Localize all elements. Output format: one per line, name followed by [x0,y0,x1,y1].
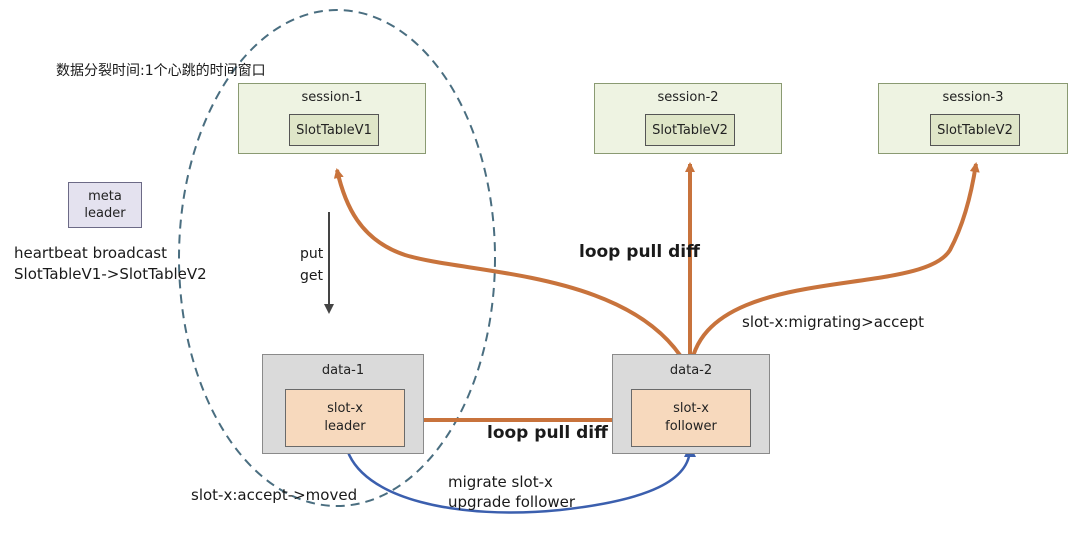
loop-pull-diff-mid-label: loop pull diff [487,423,608,443]
time-window-note: 数据分裂时间:1个心跳的时间窗口 [56,63,266,79]
data-2-box: data-2 slot-x follower [612,354,770,454]
pull-arrow-session-1 [333,168,692,373]
data-2-slot-name: slot-x [673,401,709,416]
session-3-title: session-3 [942,90,1004,105]
meta-leader-box: meta leader [68,182,142,228]
data-2-title: data-2 [669,363,713,378]
session-1-title: session-1 [301,90,363,105]
migrate-line2: upgrade follower [448,493,576,511]
migrate-line1: migrate slot-x [448,473,553,491]
meta-label: meta [88,189,122,204]
data-1-slot-box: slot-x leader [285,389,405,447]
heartbeat-line1: heartbeat broadcast [14,244,167,262]
migrate-label: migrate slot-x upgrade follower [448,472,575,512]
pull-arrow-session-3 [688,162,980,373]
time-window-ellipse [178,9,496,507]
session-2-slot-table: SlotTableV2 [645,114,735,146]
data-2-slot-box: slot-x follower [631,389,751,447]
get-label: get [300,268,323,284]
session-2-box: session-2 SlotTableV2 [594,83,782,154]
session-3-slot-table: SlotTableV2 [930,114,1020,146]
heartbeat-broadcast-label: heartbeat broadcast SlotTableV1->SlotTab… [14,243,207,285]
data-1-slot-role: leader [324,419,366,434]
leader-label: leader [84,206,126,221]
session-1-box: session-1 SlotTableV1 [238,83,426,154]
session-1-slot-table: SlotTableV1 [289,114,379,146]
accept-moved-label: slot-x:accept->moved [191,486,358,504]
data-1-title: data-1 [321,363,365,378]
heartbeat-line2: SlotTableV1->SlotTableV2 [14,265,207,283]
data-1-slot-name: slot-x [327,401,363,416]
put-get-label: put get [300,243,323,287]
data-1-box: data-1 slot-x leader [262,354,424,454]
loop-pull-diff-top-label: loop pull diff [579,242,700,262]
data-2-slot-role: follower [665,419,717,434]
put-label: put [300,246,324,262]
migrating-accept-label: slot-x:migrating>accept [742,313,925,331]
session-3-box: session-3 SlotTableV2 [878,83,1068,154]
migrate-arrow [344,445,696,514]
session-2-title: session-2 [657,90,719,105]
